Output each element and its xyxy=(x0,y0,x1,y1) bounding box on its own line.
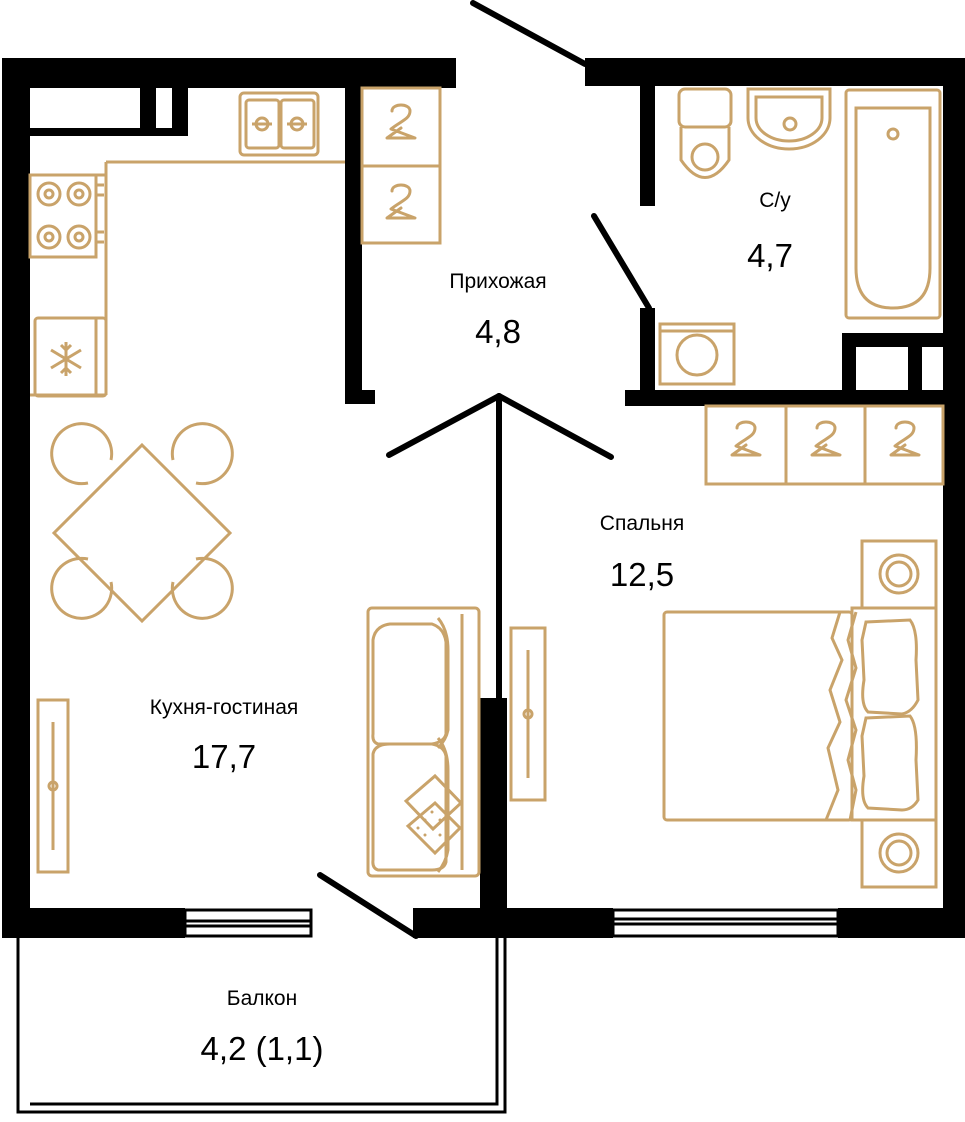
room-name-bathroom: С/у xyxy=(759,189,791,212)
bathtub-icon xyxy=(844,88,942,320)
wall-hall-left xyxy=(345,86,362,404)
wall-bottom-middle xyxy=(413,908,613,938)
wall-radiator-icon xyxy=(36,698,70,874)
room-name-bedroom: Спальня xyxy=(599,512,685,535)
wall-kitchen-block-bar xyxy=(28,128,188,136)
dining-table-icon xyxy=(50,422,234,624)
hanger-icon xyxy=(810,420,842,457)
room-name-living: Кухня-гостиная xyxy=(149,696,299,719)
wall-left-outer xyxy=(2,58,30,938)
wall-shaft-left xyxy=(842,333,856,393)
nightstand-icon xyxy=(860,539,938,610)
nightstand-icon xyxy=(860,818,938,889)
wall-shaft-top xyxy=(842,333,945,347)
cushion-icon xyxy=(403,773,464,856)
window-living xyxy=(183,908,313,938)
sink-icon xyxy=(238,91,320,157)
wall-shaft-mid xyxy=(908,347,922,393)
wall-kitchen-block-post1 xyxy=(140,86,156,130)
room-name-balcony: Балкон xyxy=(226,987,298,1010)
hanger-icon xyxy=(730,420,762,457)
washbasin-icon xyxy=(746,87,832,151)
door-swing-icon xyxy=(317,0,652,939)
wall-bath-left-upper xyxy=(640,86,655,206)
room-area-living: 17,7 xyxy=(191,738,257,775)
hanger-icon xyxy=(385,103,417,140)
wardrobe-hall xyxy=(360,86,442,245)
wall-partition xyxy=(480,698,507,938)
wall-kitchen-block-post2 xyxy=(172,86,188,130)
wall-bath-left-lower xyxy=(640,308,655,404)
toilet-icon xyxy=(677,87,733,179)
stove-icon xyxy=(28,173,106,259)
wall-radiator-icon xyxy=(509,626,547,802)
hanger-icon xyxy=(889,420,921,457)
wall-bottom-right xyxy=(838,908,965,938)
room-area-bathroom: 4,7 xyxy=(747,237,793,274)
bed-icon xyxy=(662,606,938,822)
wall-right-outer xyxy=(943,58,965,938)
wall-hall-left-foot xyxy=(345,390,375,404)
washing-machine-icon xyxy=(658,322,736,386)
furniture xyxy=(28,86,945,889)
room-area-bedroom: 12,5 xyxy=(609,556,675,593)
room-name-hall: Прихожая xyxy=(449,270,547,293)
wall-bath-bottom xyxy=(625,390,963,406)
balcony-outline xyxy=(16,938,507,1114)
room-area-balcony: 4,2 (1,1) xyxy=(200,1030,324,1067)
wall-bottom-left xyxy=(2,908,185,938)
fridge-icon xyxy=(33,316,108,398)
hanger-icon xyxy=(385,183,417,220)
sofa-icon xyxy=(366,606,481,878)
room-area-hall: 4,8 xyxy=(475,313,521,350)
wall-top-right xyxy=(585,58,963,86)
walls xyxy=(2,58,965,938)
window-bedroom xyxy=(611,908,840,938)
wall-top-left xyxy=(2,58,456,88)
wardrobe-bedroom xyxy=(704,404,945,486)
kitchen-counter xyxy=(30,160,345,397)
